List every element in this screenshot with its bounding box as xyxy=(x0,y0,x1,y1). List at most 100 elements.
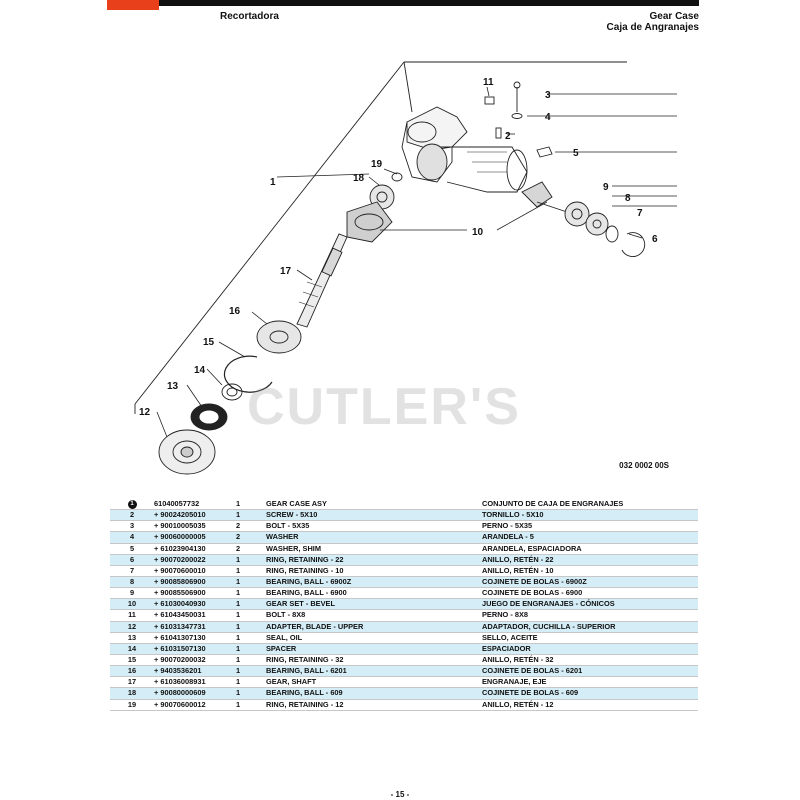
part-number: + 90070600010 xyxy=(154,565,206,575)
quantity: 1 xyxy=(236,610,241,620)
description-spanish: ANILLO, RETÉN - 10 xyxy=(482,565,554,575)
callout-10: 10 xyxy=(472,227,484,238)
callout-4: 4 xyxy=(545,112,551,123)
quantity: 1 xyxy=(236,588,241,598)
ref-number: 16 xyxy=(110,665,154,677)
page-number: - 15 - xyxy=(390,790,410,799)
quantity: 1 xyxy=(236,598,266,610)
description-english: GEAR CASE ASY xyxy=(266,499,327,509)
description-english: RING, RETAINING - 32 xyxy=(266,655,344,665)
description-english: BEARING, BALL - 6900 xyxy=(266,588,347,598)
part-number: + 61036008931 xyxy=(154,677,206,687)
header-bar xyxy=(107,0,699,6)
quantity: 1 xyxy=(236,677,241,687)
part-number: + 61023904130 xyxy=(154,543,206,553)
part-number: + 90085506900 xyxy=(154,588,206,598)
description-spanish: COJINETE DE BOLAS - 6201 xyxy=(482,665,698,677)
ref-number: 15 xyxy=(127,655,137,665)
description-spanish: ARANDELA - 5 xyxy=(482,531,698,544)
description-english: WASHER xyxy=(266,531,482,544)
ref-number: 2 xyxy=(110,509,154,521)
ref-number: 7 xyxy=(129,565,135,575)
description-english: BOLT - 5X35 xyxy=(266,521,310,531)
callout-15: 15 xyxy=(203,337,215,348)
title-spanish: Caja de Angranajes xyxy=(606,22,699,33)
part-number: + 90010005035 xyxy=(154,521,206,531)
description-spanish: COJINETE DE BOLAS - 609 xyxy=(482,687,698,700)
callout-5: 5 xyxy=(573,148,579,159)
callout-7: 7 xyxy=(637,208,643,219)
description-english: SPACER xyxy=(266,643,482,655)
description-spanish: COJINETE DE BOLAS - 6900 xyxy=(482,588,583,598)
gear-case-drawing: 1 2 3 4 5 6 7 8 9 10 11 12 13 14 15 16 1… xyxy=(134,61,677,475)
description-english: GEAR, SHAFT xyxy=(266,677,317,687)
ref-number: 17 xyxy=(127,677,137,687)
part-number: + 61031347731 xyxy=(154,621,236,633)
ref-number: 11 xyxy=(128,610,136,620)
ref-number: 6 xyxy=(110,554,154,566)
description-spanish: CONJUNTO DE CAJA DE ENGRANAJES xyxy=(482,499,624,509)
quantity: 1 xyxy=(236,499,241,509)
description-english: GEAR SET - BEVEL xyxy=(266,598,482,610)
description-spanish: COJINETE DE BOLAS - 6900Z xyxy=(482,576,698,588)
description-english: SEAL, OIL xyxy=(266,632,303,642)
quantity: 1 xyxy=(236,643,266,655)
ref-number: 5 xyxy=(129,543,135,553)
part-number: + 90060000005 xyxy=(154,531,236,544)
ref-number: 1 xyxy=(110,499,154,510)
ref-number: 10 xyxy=(110,598,154,610)
part-number: + 90070600012 xyxy=(154,699,206,709)
section-title: Gear Case Caja de Angranajes xyxy=(607,11,699,33)
callout-2: 2 xyxy=(505,131,511,142)
ref-number: 4 xyxy=(110,531,154,544)
part-number: + 9403536201 xyxy=(154,665,236,677)
quantity: 1 xyxy=(236,621,266,633)
description-english: BOLT - 8X8 xyxy=(266,610,306,620)
ref-number: 19 xyxy=(127,699,137,709)
part-number: + 61031507130 xyxy=(154,643,236,655)
quantity: 1 xyxy=(236,509,266,521)
callout-9: 9 xyxy=(603,182,609,193)
part-number: + 61041307130 xyxy=(154,632,206,642)
callout-8: 8 xyxy=(625,193,631,204)
callout-1: 1 xyxy=(270,177,276,188)
callout-16: 16 xyxy=(229,306,241,317)
quantity: 1 xyxy=(236,565,241,575)
ref-number: 14 xyxy=(110,643,154,655)
description-spanish: JUEGO DE ENGRANAJES - CÓNICOS xyxy=(482,598,698,610)
ref-number: 12 xyxy=(110,621,154,633)
table-row: 9 + 90085506900 1 BEARING, BALL - 6900 COJIN… xyxy=(110,588,698,599)
page-header: Recortadora Gear Case Caja de Angranajes xyxy=(107,0,699,38)
callout-19: 19 xyxy=(371,159,383,170)
quantity: 1 xyxy=(236,687,266,700)
part-number: + 90070200032 xyxy=(154,655,206,665)
quantity: 2 xyxy=(236,543,241,553)
part-number: + 90080000609 xyxy=(154,687,236,700)
callout-11: 11 xyxy=(483,77,494,88)
callout-17: 17 xyxy=(280,266,292,277)
callout-12: 12 xyxy=(139,407,151,418)
description-english: SCREW - 5X10 xyxy=(266,509,482,521)
watermark-text: CUTLER'S xyxy=(247,378,521,436)
part-number: + 61030040930 xyxy=(154,598,236,610)
ref-number: 18 xyxy=(110,687,154,700)
part-number: + 61043450031 xyxy=(154,610,206,620)
description-spanish: ANILLO, RETÉN - 22 xyxy=(482,554,698,566)
ref-number: 9 xyxy=(129,588,135,598)
